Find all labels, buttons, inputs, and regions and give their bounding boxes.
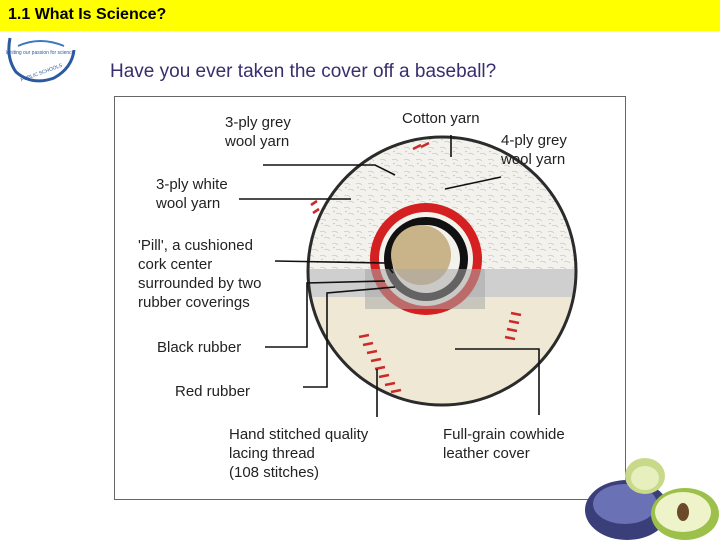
stitches-right	[504, 311, 522, 341]
stitches-left	[358, 333, 402, 394]
apple-halves-icon	[585, 458, 719, 540]
label-lacing-thread: Hand stitched quality lacing thread (108…	[229, 426, 369, 481]
slide-question: Have you ever taken the cover off a base…	[110, 61, 497, 82]
label-grey-wool-4ply: 4-ply grey wool yarn	[501, 132, 567, 168]
slide-title: 1.1 What Is Science?	[8, 6, 167, 23]
stitches-top	[310, 141, 430, 215]
ball-outline	[306, 135, 578, 407]
school-seal-icon: Igniting our passion for science PUBLIC …	[6, 37, 76, 83]
label-cotton-yarn: Cotton yarn	[402, 110, 480, 127]
label-black-rubber: Black rubber	[157, 339, 242, 356]
label-grey-wool-3ply: 3-ply grey wool yarn	[225, 114, 291, 150]
label-cowhide-cover: Full-grain cowhide leather cover	[443, 426, 565, 462]
title-bar: 1.1 What Is Science?	[0, 0, 720, 31]
leader-lines	[239, 135, 540, 417]
baseball-cutaway-diagram	[239, 135, 578, 417]
label-red-rubber: Red rubber	[175, 383, 251, 400]
logo-tagline: Igniting our passion for science	[6, 50, 75, 56]
label-white-wool-3ply: 3-ply white wool yarn	[156, 176, 228, 212]
diagram-frame: 3-ply grey wool yarn Cotton yarn 4-ply g…	[114, 96, 626, 500]
core-shadow	[365, 269, 485, 309]
label-pill-core: 'Pill', a cushioned cork center surround…	[138, 237, 262, 311]
